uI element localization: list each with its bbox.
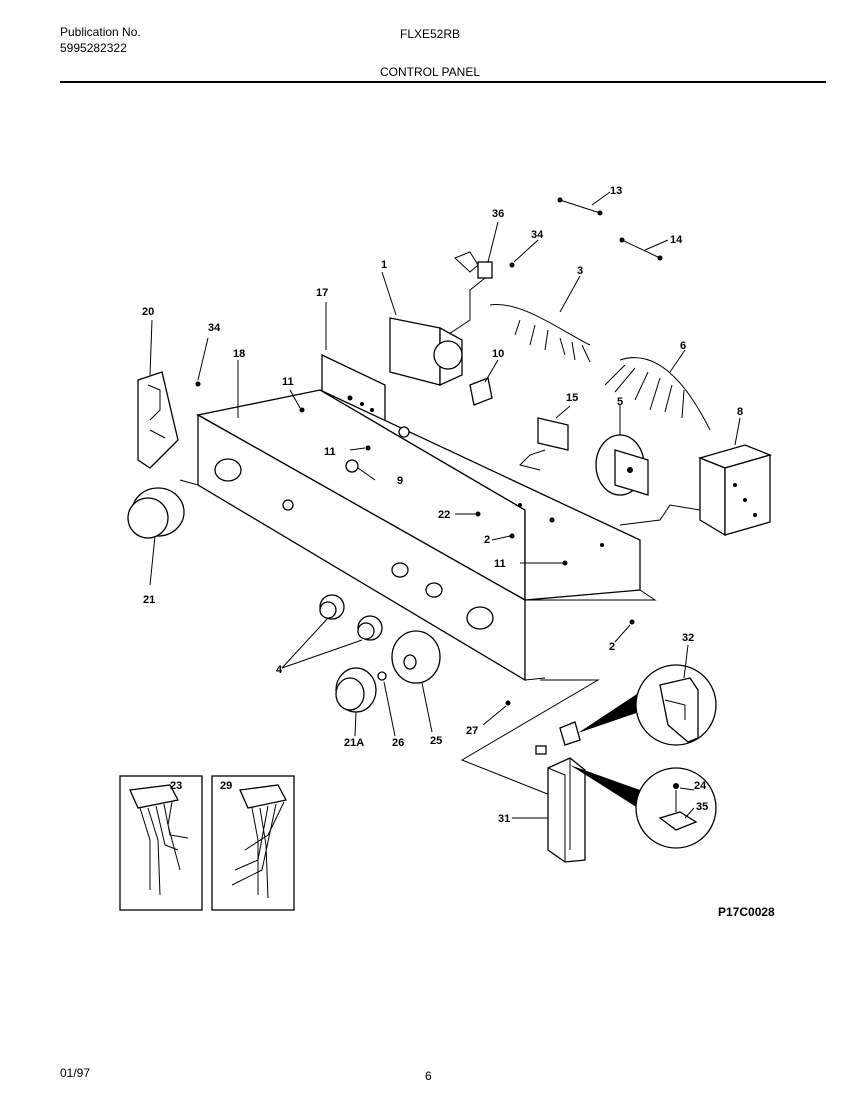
callout-11-upper: 11 (282, 376, 294, 388)
wire-part-8 (619, 504, 701, 526)
callout-5: 5 (617, 396, 623, 408)
detail-circle-24-35 (570, 765, 717, 849)
header-rule (60, 81, 826, 83)
callout-26: 26 (392, 737, 404, 749)
callout-25: 25 (430, 735, 442, 747)
leader-lines (149, 191, 741, 819)
wire-harness-part-6 (604, 357, 711, 431)
switch-part-15 (519, 417, 569, 471)
callout-6: 6 (680, 340, 686, 352)
callout-21: 21 (143, 594, 155, 606)
model-number: FLXE52RB (400, 27, 461, 41)
footer-date: 01/97 (60, 1066, 91, 1080)
section-title: CONTROL PANEL (380, 65, 481, 79)
wire-part-13 (557, 197, 603, 216)
connector-part-36 (439, 251, 493, 341)
wire-part-31 (460, 679, 600, 796)
grommet-part-11 (398, 426, 410, 438)
callout-35: 35 (696, 801, 708, 813)
callout-21a: 21A (344, 737, 364, 749)
callout-29: 29 (220, 780, 232, 792)
callout-13: 13 (610, 185, 622, 197)
callout-2-lower: 2 (609, 641, 615, 653)
callout-24: 24 (694, 780, 707, 792)
knob-part-21a (335, 667, 377, 713)
spring-part-26 (377, 671, 387, 681)
clip-part-35-small (535, 745, 547, 755)
selector-switch-part-5 (595, 434, 649, 496)
callout-34-right: 34 (531, 229, 544, 241)
callout-31: 31 (498, 813, 510, 825)
nut-part-9 (345, 459, 359, 473)
callout-20: 20 (142, 306, 154, 318)
inset-harness-23 (119, 775, 203, 911)
timer-part-1 (389, 317, 463, 387)
knob-part-4 (319, 594, 383, 641)
switch-part-10 (469, 377, 493, 406)
panel-screws (195, 381, 635, 706)
callout-27: 27 (466, 725, 478, 737)
callout-15: 15 (566, 392, 578, 404)
wire-part-14 (619, 237, 663, 261)
bracket-part-20 (137, 371, 179, 469)
callout-32: 32 (682, 632, 694, 644)
callout-2-mid: 2 (484, 534, 490, 546)
inset-harness-29 (211, 775, 295, 911)
wire-harness-part-3 (489, 303, 591, 363)
callout-23: 23 (170, 780, 182, 792)
module-part-8 (698, 444, 772, 537)
publication-label: Publication No. (60, 25, 141, 39)
callout-8: 8 (737, 406, 743, 418)
bracket-part-31 (547, 757, 586, 863)
publication-number: 5995282322 (60, 41, 127, 55)
console-panel-part-18 (179, 389, 657, 682)
detail-circle-32 (578, 664, 717, 746)
dial-part-25 (391, 630, 441, 684)
callout-9: 9 (397, 475, 403, 487)
page-number: 6 (425, 1069, 432, 1083)
clip-part-32-small (559, 721, 581, 746)
screw-part-34-top (509, 262, 515, 268)
callout-11-mid: 11 (324, 446, 336, 458)
callout-17: 17 (316, 287, 328, 299)
callout-36: 36 (492, 208, 504, 220)
callout-4: 4 (276, 664, 283, 676)
callout-18: 18 (233, 348, 245, 360)
callout-1: 1 (381, 259, 387, 271)
callout-34-left: 34 (208, 322, 221, 334)
callout-3: 3 (577, 265, 583, 277)
knob-part-21 (127, 487, 185, 539)
callout-14: 14 (670, 234, 683, 246)
drawing-code: P17C0028 (718, 905, 775, 919)
callout-22: 22 (438, 509, 450, 521)
callout-10: 10 (492, 348, 504, 360)
callout-11-lower: 11 (494, 558, 506, 570)
